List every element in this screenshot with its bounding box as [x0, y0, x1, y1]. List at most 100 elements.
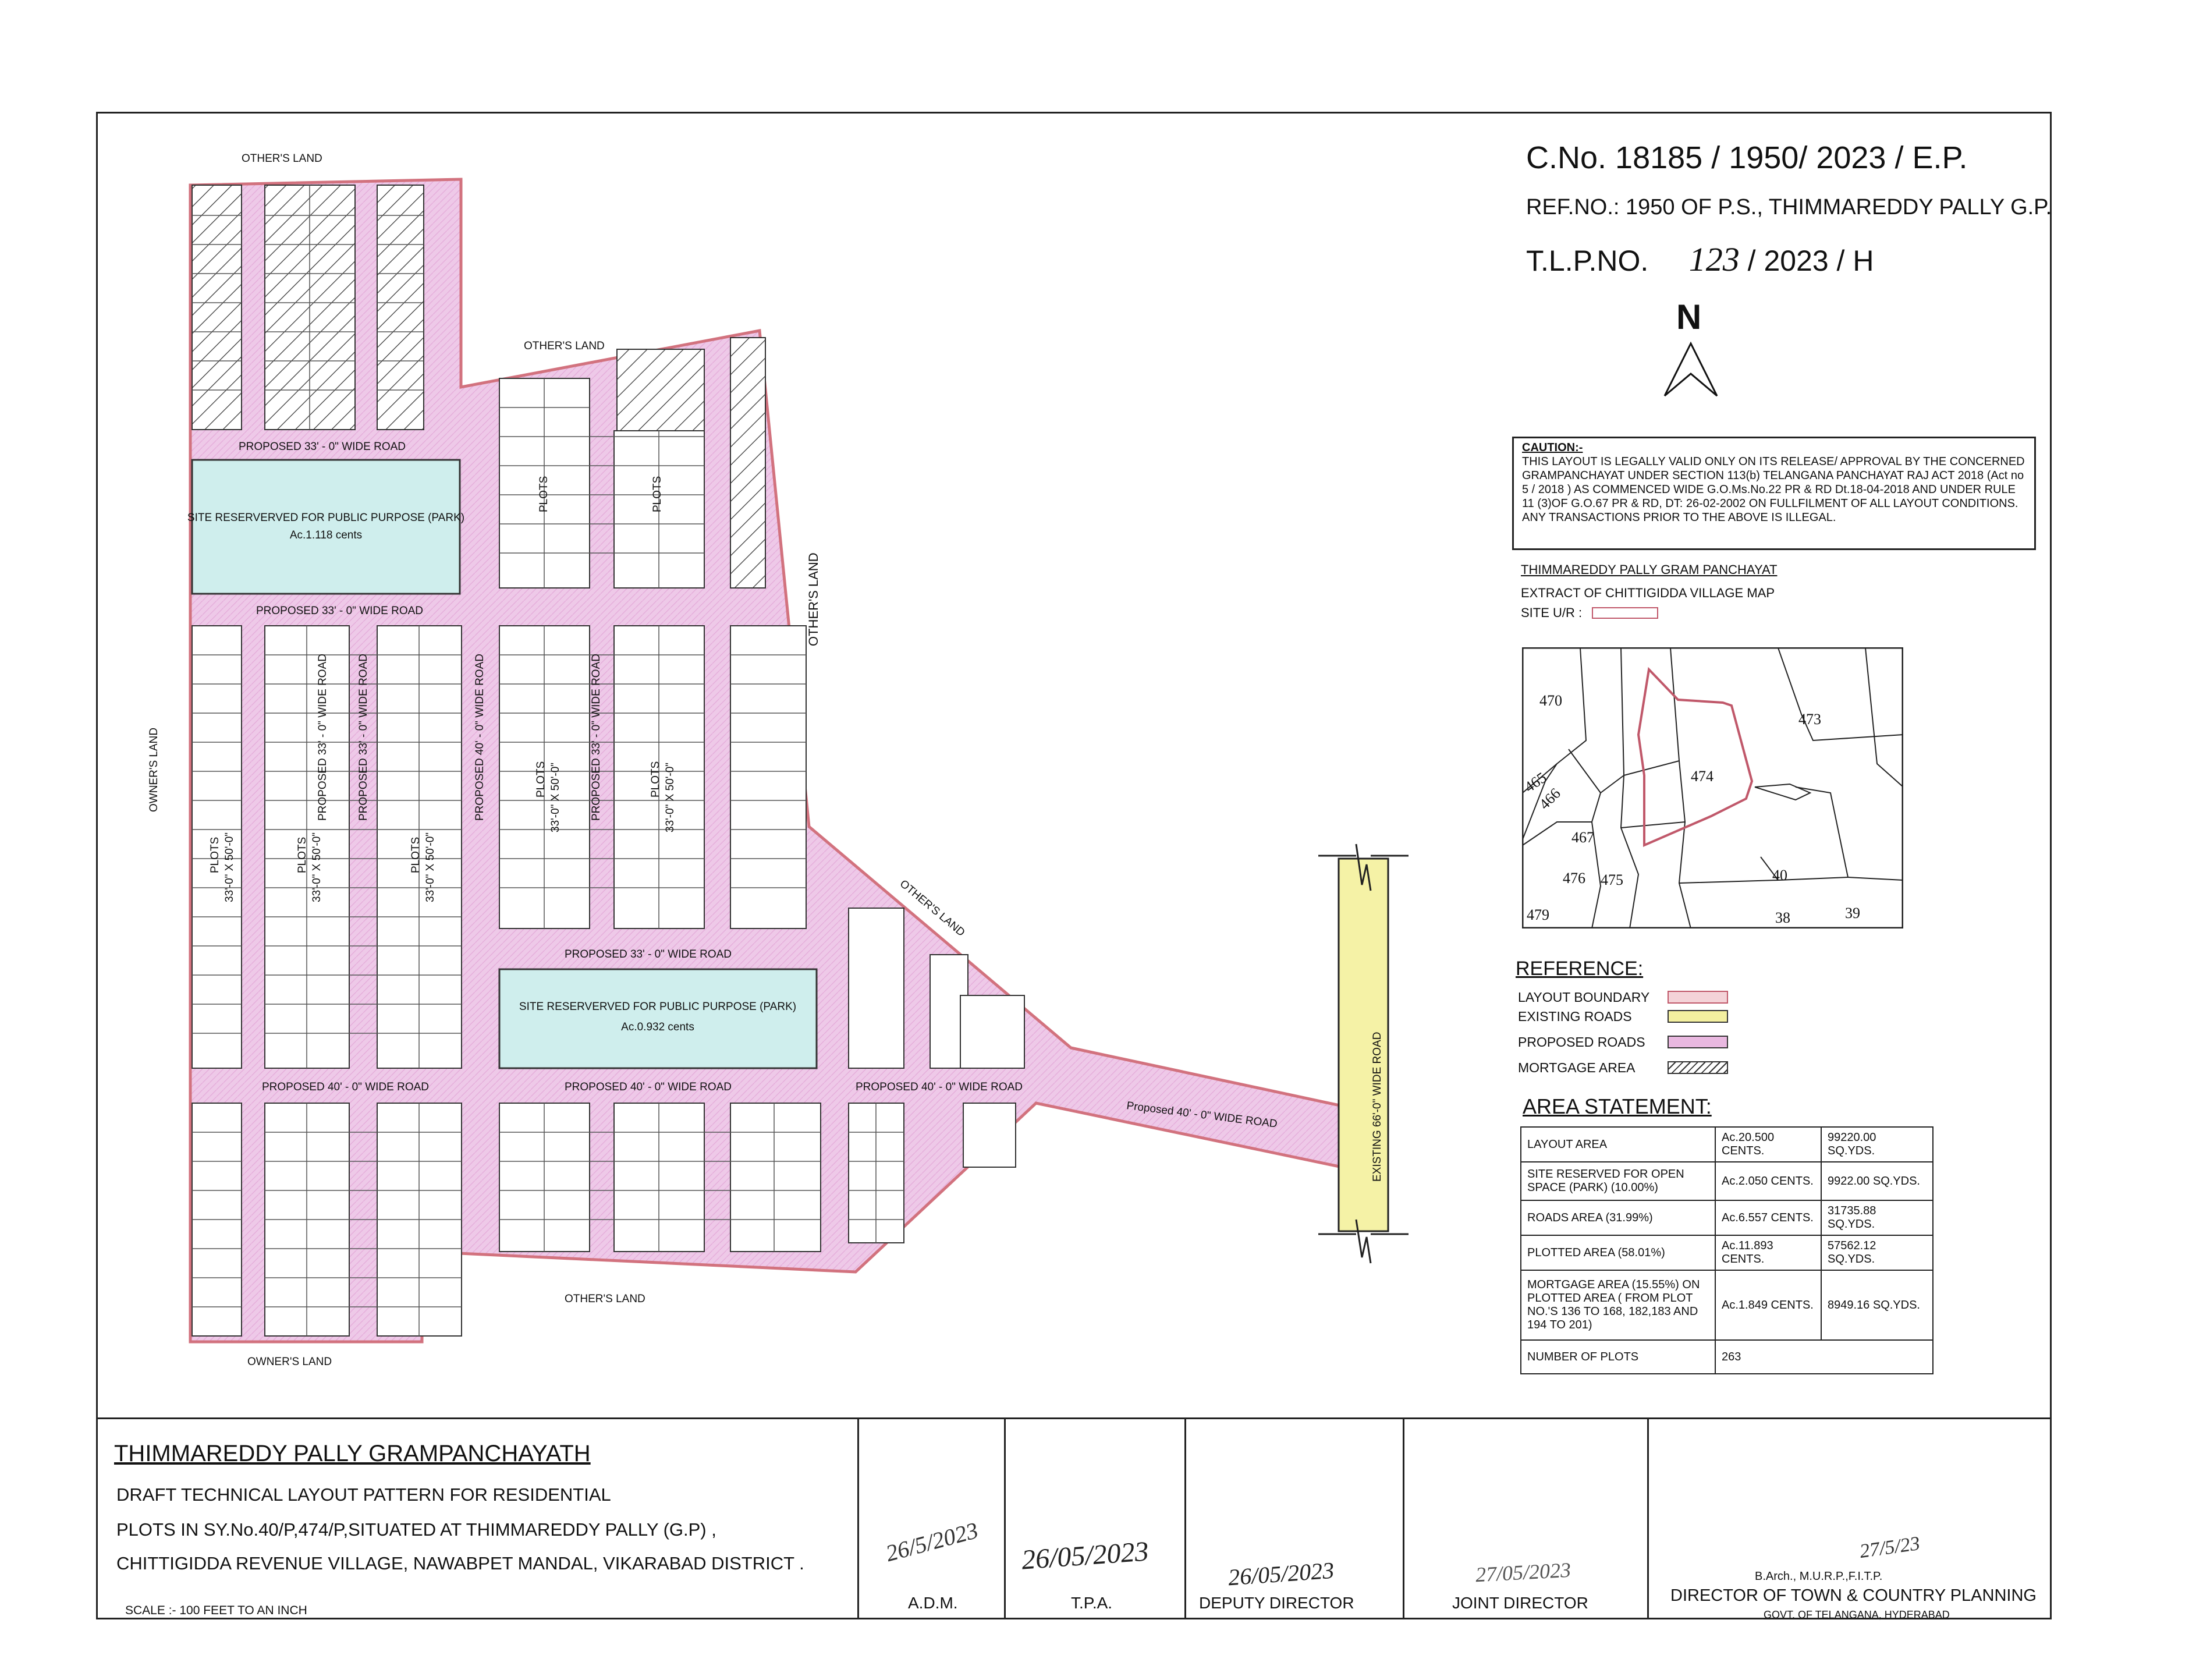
area-statement-table: LAYOUT AREA Ac.20.500 CENTS. 99220.00 SQ…: [1520, 1126, 1934, 1374]
road-label-vertical: PROPOSED 33' - 0" WIDE ROAD: [357, 654, 370, 821]
road-label: PROPOSED 40' - 0" WIDE ROAD: [565, 1081, 732, 1093]
others-land-label: OTHER'S LAND: [806, 552, 821, 646]
table-row: NUMBER OF PLOTS 263: [1520, 1339, 1934, 1374]
extract-title: EXTRACT OF CHITTIGIDDA VILLAGE MAP: [1521, 586, 1775, 600]
joint-director-label: JOINT DIRECTOR: [1452, 1594, 1588, 1612]
director-label: DIRECTOR OF TOWN & COUNTRY PLANNING: [1670, 1586, 2037, 1605]
existing-road: [1338, 857, 1389, 1232]
plot-size-label: 33'-0" X 50'-0": [549, 763, 562, 832]
area-item: SITE RESERVED FOR OPEN SPACE (PARK) (10.…: [1520, 1161, 1716, 1201]
tlp-handwritten-number: 123: [1688, 240, 1740, 278]
table-row: SITE RESERVED FOR OPEN SPACE (PARK) (10.…: [1520, 1161, 1934, 1201]
description-line-1: DRAFT TECHNICAL LAYOUT PATTERN FOR RESID…: [116, 1484, 611, 1505]
area-statement-title: AREA STATEMENT:: [1523, 1094, 1712, 1118]
area-sqyds: 9922.00 SQ.YDS.: [1821, 1161, 1934, 1201]
legend-swatch-proposed: [1668, 1036, 1728, 1048]
joint-director-signature: 27/05/2023: [1475, 1558, 1571, 1587]
others-land-label: OTHER'S LAND: [565, 1293, 645, 1305]
road-label-vertical: PROPOSED 33' - 0" WIDE ROAD: [590, 654, 602, 821]
area-sqyds: 57562.12 SQ.YDS.: [1821, 1235, 1934, 1271]
tlp-prefix: T.L.P.NO.: [1526, 244, 1649, 277]
gram-panchayat-title: THIMMAREDDY PALLY GRAMPANCHAYATH: [114, 1441, 591, 1467]
owners-land-label: OWNER'S LAND: [148, 728, 160, 812]
caution-box: CAUTION:- THIS LAYOUT IS LEGALLY VALID O…: [1512, 437, 2036, 550]
road-label: PROPOSED 40' - 0" WIDE ROAD: [856, 1081, 1023, 1093]
table-row: MORTGAGE AREA (15.55%) ON PLOTTED AREA (…: [1520, 1270, 1934, 1341]
area-item: LAYOUT AREA: [1520, 1126, 1716, 1162]
table-row: ROADS AREA (31.99%) Ac.6.557 CENTS. 3173…: [1520, 1200, 1934, 1236]
area-item: NUMBER OF PLOTS: [1520, 1339, 1716, 1374]
owners-land-label: OWNER'S LAND: [247, 1356, 332, 1368]
description-line-2: PLOTS IN SY.No.40/P,474/P,SITUATED AT TH…: [116, 1519, 716, 1540]
director-qualifications: B.Arch., M.U.R.P.,F.I.T.P.: [1755, 1570, 1883, 1583]
road-label-vertical: PROPOSED 40' - 0" WIDE ROAD: [474, 654, 486, 821]
reference-title: REFERENCE:: [1516, 958, 1644, 980]
park-2: [498, 968, 818, 1069]
survey-475: 475: [1601, 871, 1623, 888]
plots-tag: PLOTS: [410, 837, 422, 873]
table-row: LAYOUT AREA Ac.20.500 CENTS. 99220.00 SQ…: [1520, 1126, 1934, 1162]
north-label: N: [1676, 297, 1702, 336]
divider: [1647, 1417, 1649, 1619]
case-number: C.No. 18185 / 1950/ 2023 / E.P.: [1526, 140, 1968, 175]
site-legend-swatch: [1592, 607, 1658, 619]
survey-473: 473: [1798, 711, 1821, 728]
park-1: [191, 459, 461, 595]
survey-479: 479: [1527, 906, 1549, 923]
survey-467: 467: [1571, 829, 1594, 846]
area-cents: Ac.1.849 CENTS.: [1715, 1270, 1822, 1341]
park-title: SITE RESERVERVED FOR PUBLIC PURPOSE (PAR…: [187, 512, 464, 524]
area-sqyds: 99220.00 SQ.YDS.: [1821, 1126, 1934, 1162]
plots-tag: PLOTS: [538, 476, 550, 512]
area-cents: Ac.20.500 CENTS.: [1715, 1126, 1822, 1162]
legend-mortgage-area: MORTGAGE AREA: [1518, 1060, 1636, 1075]
area-item: ROADS AREA (31.99%): [1520, 1200, 1716, 1236]
road-label: PROPOSED 33' - 0" WIDE ROAD: [565, 948, 732, 960]
area-cents: Ac.2.050 CENTS.: [1715, 1161, 1822, 1201]
plot-size-label: 33'-0" X 50'-0": [311, 832, 323, 902]
plots-tag: PLOTS: [209, 837, 221, 873]
extract-gp-name: THIMMAREDDY PALLY GRAM PANCHAYAT: [1521, 562, 1778, 577]
plot-size-label: 33'-0" X 50'-0": [664, 763, 676, 832]
road-label: PROPOSED 33' - 0" WIDE ROAD: [239, 441, 406, 453]
survey-476: 476: [1563, 870, 1585, 887]
table-row: PLOTTED AREA (58.01%) Ac.11.893 CENTS. 5…: [1520, 1235, 1934, 1271]
legend-existing-roads: EXISTING ROADS: [1518, 1009, 1632, 1024]
area-item: MORTGAGE AREA (15.55%) ON PLOTTED AREA (…: [1520, 1270, 1716, 1341]
deputy-director-label: DEPUTY DIRECTOR: [1199, 1594, 1354, 1612]
mortgage-area-nw: [191, 185, 766, 589]
survey-40: 40: [1772, 867, 1787, 884]
gp-title-text: THIMMAREDDY PALLY GRAMPANCHAYATH: [114, 1441, 591, 1466]
area-item: PLOTTED AREA (58.01%): [1520, 1235, 1716, 1271]
caution-text: THIS LAYOUT IS LEGALLY VALID ONLY ON ITS…: [1522, 455, 2025, 524]
description-line-3: CHITTIGIDDA REVENUE VILLAGE, NAWABPET MA…: [116, 1553, 804, 1573]
caution-heading: CAUTION:-: [1522, 441, 1583, 454]
village-map-extract: 470 473 474 465 466 467 476 475 40 479 3…: [1522, 647, 1903, 928]
park-area: Ac.0.932 cents: [621, 1021, 694, 1033]
title-block: [96, 1417, 2052, 1621]
tlp-suffix: / 2023 / H: [1747, 244, 1874, 277]
survey-38: 38: [1775, 909, 1790, 926]
divider: [1004, 1417, 1006, 1619]
road-label: PROPOSED 33' - 0" WIDE ROAD: [256, 605, 423, 617]
legend-swatch-boundary: [1668, 991, 1728, 1004]
area-cents: Ac.11.893 CENTS.: [1715, 1235, 1822, 1271]
adm-label: A.D.M.: [908, 1594, 958, 1612]
plot-size-label: 33'-0" X 50'-0": [424, 832, 437, 902]
area-sqyds: 31735.88 SQ.YDS.: [1821, 1200, 1934, 1236]
area-cents: 263: [1715, 1339, 1934, 1374]
survey-470: 470: [1539, 692, 1562, 709]
drawing-frame: [96, 112, 2052, 1619]
survey-474: 474: [1691, 768, 1713, 785]
park-title: SITE RESERVERVED FOR PUBLIC PURPOSE (PAR…: [519, 1001, 796, 1013]
extract-site-label: SITE U/R :: [1521, 605, 1583, 620]
divider: [1403, 1417, 1404, 1619]
plots-tag: PLOTS: [651, 476, 664, 512]
divider: [857, 1417, 859, 1619]
reference-number: REF.NO.: 1950 OF P.S., THIMMAREDDY PALLY…: [1526, 195, 2052, 219]
divider: [1184, 1417, 1186, 1619]
scale-label: SCALE :- 100 FEET TO AN INCH: [125, 1604, 307, 1617]
plot-size-label: 33'-0" X 50'-0": [223, 832, 236, 902]
area-sqyds: 8949.16 SQ.YDS.: [1821, 1270, 1934, 1341]
